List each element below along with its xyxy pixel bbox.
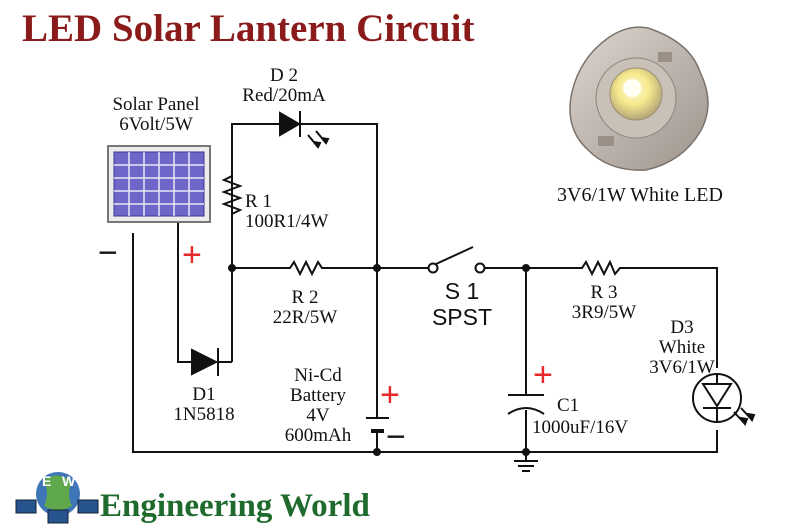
battery-label: Ni-Cd Battery 4V 600mAh (285, 366, 352, 446)
ground-symbol (514, 460, 538, 472)
r2-value: 22R/5W (272, 307, 338, 328)
s1-ref: S 1 (444, 278, 480, 304)
solar-panel-graphic (107, 145, 211, 223)
solar-panel-rating: 6Volt/5W (119, 114, 193, 135)
diode-d1 (191, 348, 219, 376)
r3-ref: R 3 (590, 282, 618, 303)
r1-ref: R 1 (245, 191, 272, 212)
solar-panel-label: Solar Panel 6Volt/5W (112, 95, 199, 135)
battery-word: Battery (290, 385, 346, 406)
diode-d2 (279, 111, 330, 149)
d2-label: D 2 Red/20mA (242, 66, 325, 106)
power-led-photo (569, 26, 709, 171)
battery-type: Ni-Cd (294, 365, 342, 386)
capacitor-c1 (507, 394, 545, 415)
d1-label: D1 1N5818 (173, 385, 234, 425)
panel-minus: − (98, 234, 118, 272)
d2-ref: D 2 (270, 65, 298, 86)
svg-text:W: W (62, 473, 76, 489)
battery-plus: + (380, 376, 400, 414)
ew-logo: E W (15, 472, 99, 524)
r3-value: 3R9/5W (571, 302, 637, 323)
d3-label: D3 White 3V6/1W (649, 318, 714, 378)
r2-label: R 2 22R/5W (273, 288, 337, 328)
resistor-r1 (221, 168, 243, 222)
battery-minus: − (386, 418, 406, 456)
capacitor-plus: + (533, 356, 553, 394)
battery-symbol (366, 417, 389, 433)
d1-value: 1N5818 (173, 404, 235, 425)
switch-s1 (427, 246, 486, 274)
svg-text:E: E (42, 473, 51, 489)
d3-ref: D3 (670, 317, 694, 338)
d3-color: White (658, 337, 706, 358)
led-photo-caption: 3V6/1W White LED (557, 184, 723, 206)
battery-voltage: 4V (306, 405, 330, 426)
battery-capacity: 600mAh (284, 425, 352, 446)
d3-value: 3V6/1W (649, 357, 715, 378)
brand-name: Engineering World (100, 488, 370, 524)
r2-ref: R 2 (291, 287, 319, 308)
c1-ref: C1 (557, 395, 580, 416)
c1-value: 1000uF/16V (532, 417, 629, 438)
r3-label: R 3 3R9/5W (572, 283, 636, 323)
s1-value: SPST (431, 304, 493, 330)
solar-panel-name: Solar Panel (112, 94, 200, 115)
junction-dots (228, 264, 530, 456)
resistor-r2 (285, 259, 327, 277)
r1-value: 100R1/4W (245, 211, 329, 232)
resistor-r3 (578, 259, 625, 277)
led-d3 (692, 373, 756, 427)
d2-value: Red/20mA (242, 85, 326, 106)
page-title: LED Solar Lantern Circuit (22, 7, 475, 50)
d1-ref: D1 (192, 384, 216, 405)
s1-label: S 1 SPST (432, 278, 492, 330)
panel-plus: + (182, 236, 202, 274)
